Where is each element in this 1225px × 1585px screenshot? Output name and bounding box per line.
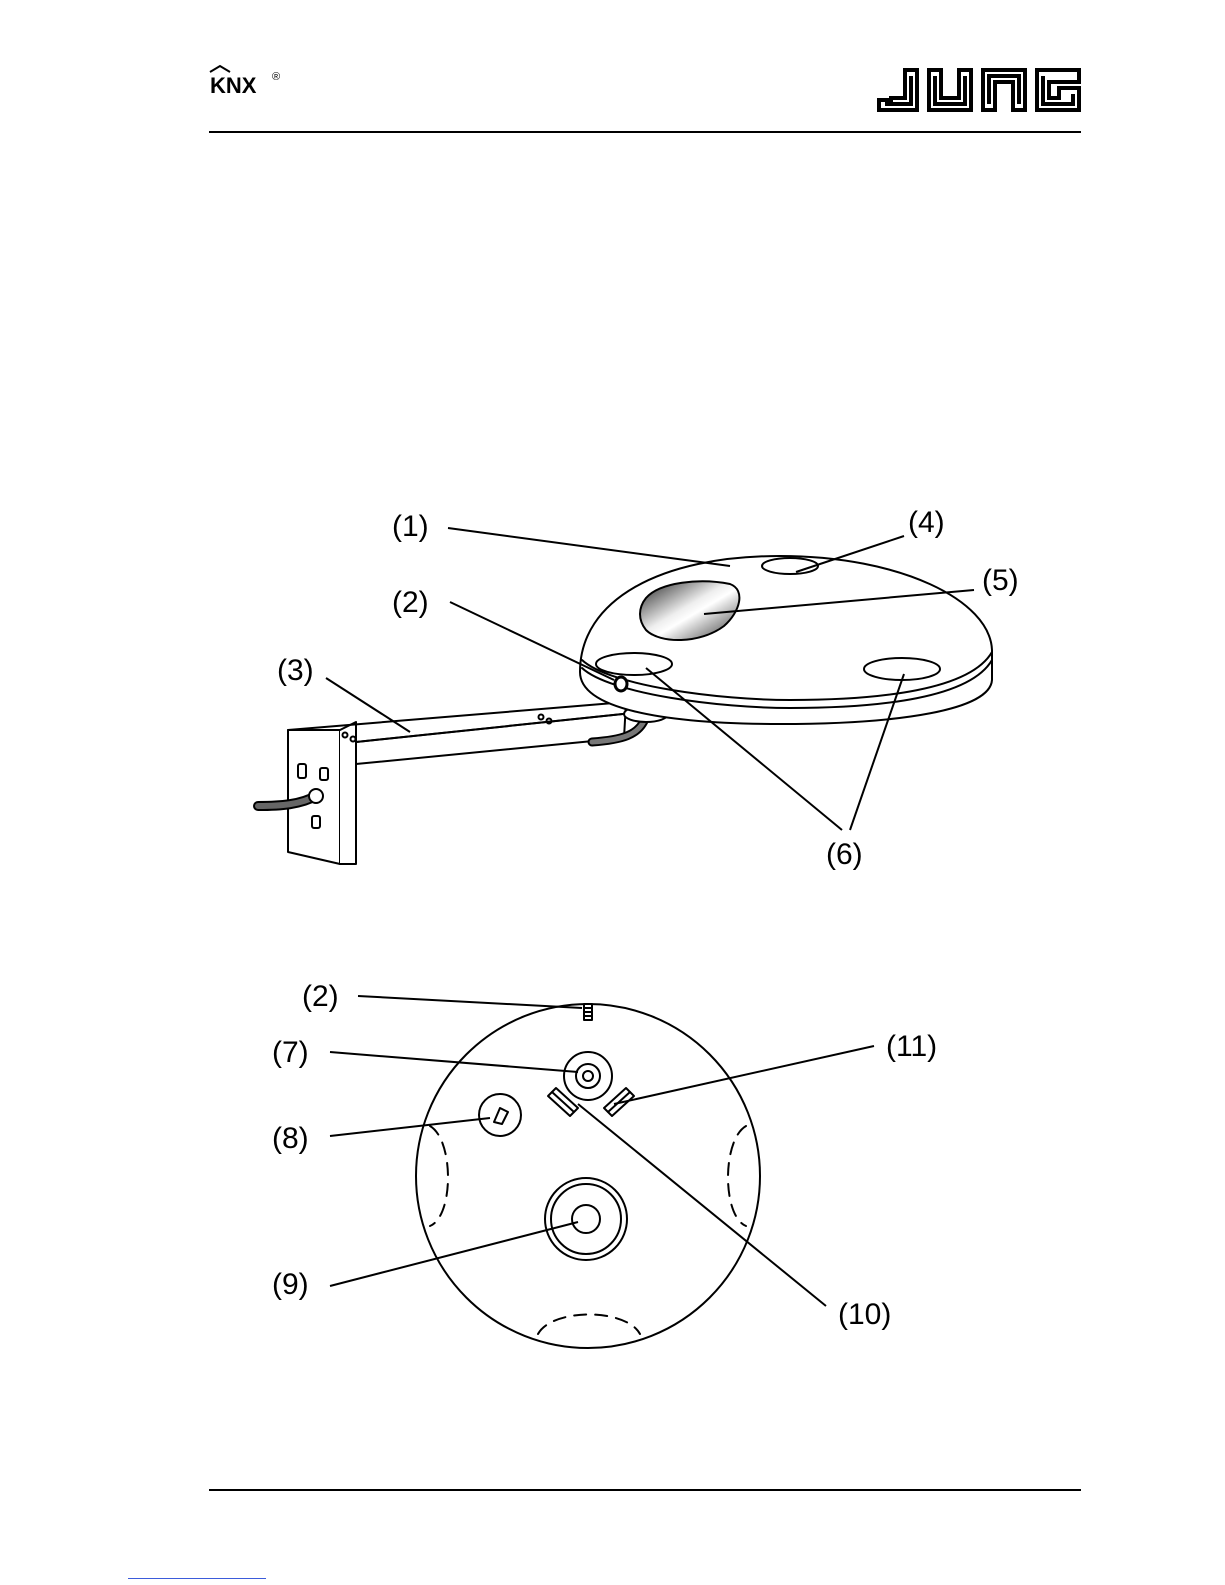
callout-5: (5) — [982, 566, 1019, 596]
callout-6: (6) — [826, 840, 863, 870]
callout-2: (2) — [392, 588, 429, 618]
callout-8: (8) — [272, 1124, 309, 1154]
footer-rule — [209, 1489, 1081, 1491]
footer-link-underline — [128, 1578, 266, 1579]
callout-10: (10) — [838, 1300, 891, 1330]
callout-11: (11) — [886, 1032, 937, 1062]
callout-1: (1) — [392, 512, 429, 542]
callout-3: (3) — [277, 656, 314, 686]
callout-4: (4) — [908, 508, 945, 538]
callout-2-bottom: (2) — [302, 982, 339, 1012]
callout-7: (7) — [272, 1038, 309, 1068]
callout-9: (9) — [272, 1270, 309, 1300]
